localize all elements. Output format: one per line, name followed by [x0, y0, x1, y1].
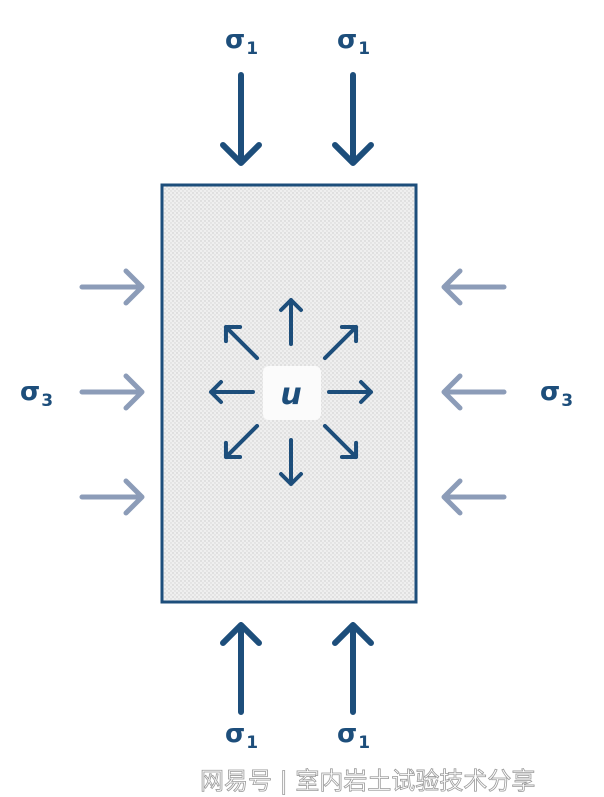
sigma1-label-bottom-right: σ1: [337, 719, 370, 753]
sigma1-label-top-left: σ1: [225, 25, 258, 59]
arrow-right-icon: [79, 478, 145, 516]
sigma1-label-top-right: σ1: [337, 25, 370, 59]
radial-arrow-icon: [279, 298, 303, 346]
radial-arrow-icon: [327, 380, 373, 404]
sigma3-label-right: σ3: [540, 377, 573, 411]
pore-pressure-box: [263, 366, 321, 420]
arrow-left-icon: [441, 373, 507, 411]
sigma1-label-bottom-left: σ1: [225, 719, 258, 753]
arrow-up-icon: [332, 622, 374, 715]
watermark: 网易号 | 室内岩土试验技术分享: [200, 767, 535, 795]
pore-pressure-label: u: [280, 377, 301, 412]
arrow-right-icon: [79, 268, 145, 306]
arrow-right-icon: [79, 373, 145, 411]
arrow-up-icon: [220, 622, 262, 715]
radial-arrow-icon: [322, 324, 359, 361]
radial-arrow-icon: [223, 423, 260, 460]
radial-arrow-icon: [279, 438, 303, 486]
radial-arrow-icon: [322, 423, 359, 460]
arrow-left-icon: [441, 478, 507, 516]
radial-arrow-icon: [223, 324, 260, 361]
arrow-left-icon: [441, 268, 507, 306]
radial-arrow-icon: [209, 380, 255, 404]
sigma3-label-left: σ3: [20, 377, 53, 411]
arrow-down-icon: [220, 72, 262, 166]
arrow-down-icon: [332, 72, 374, 166]
